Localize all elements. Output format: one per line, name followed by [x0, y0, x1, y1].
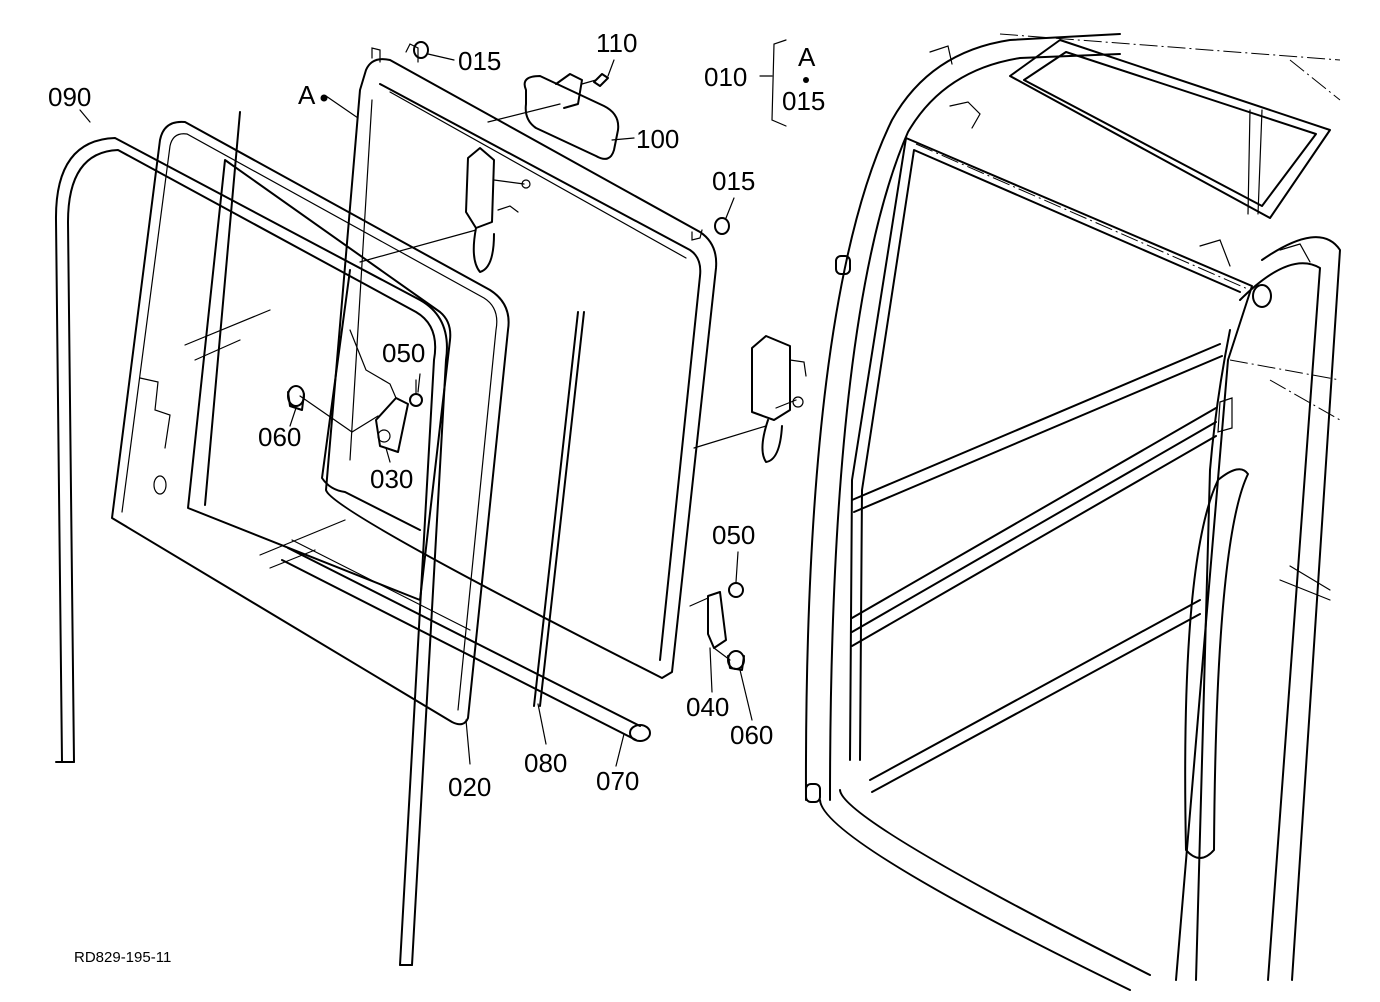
lock-bracket-lower [693, 335, 807, 463]
label-050-left: 050 [382, 338, 425, 368]
label-015-right: 015 [712, 166, 755, 196]
roller-060-right [727, 650, 745, 671]
leader-lines [79, 53, 753, 767]
point-a-marker [320, 94, 328, 102]
lock-bracket-upper [359, 147, 531, 273]
cap-015-right [714, 217, 730, 235]
door-frame [321, 43, 718, 679]
bolt-050-left [409, 379, 423, 407]
label-040: 040 [686, 692, 729, 722]
mirror-100 [487, 73, 620, 160]
label-090: 090 [48, 82, 91, 112]
cap-015-top [413, 41, 429, 59]
cab-structure [804, 33, 1341, 991]
label-015-top: 015 [458, 46, 501, 76]
label-070: 070 [596, 766, 639, 796]
screw-110 [593, 73, 609, 87]
latch-030 [299, 329, 409, 453]
roller-060-left [287, 385, 305, 411]
vertical-seal-080 [533, 311, 585, 707]
label-020: 020 [448, 772, 491, 802]
weather-strip-090 [54, 137, 448, 966]
label-080: 080 [524, 748, 567, 778]
label-a-left: A [298, 80, 316, 110]
window-glass-020 [111, 120, 510, 726]
callout-bracket-010 [759, 39, 809, 127]
label-010: 010 [704, 62, 747, 92]
label-015-bracket: 015 [782, 86, 825, 116]
diagram-code: RD829-195-11 [74, 949, 171, 966]
label-110: 110 [596, 28, 637, 58]
label-060-left: 060 [258, 422, 301, 452]
label-a-bracket: A [798, 42, 816, 72]
bolt-050-right [728, 582, 744, 598]
label-060-right: 060 [730, 720, 773, 750]
label-030: 030 [370, 464, 413, 494]
guide-rail-070 [281, 539, 651, 742]
label-100: 100 [636, 124, 679, 154]
label-050-right: 050 [712, 520, 755, 550]
seal-strip-left [204, 111, 241, 506]
